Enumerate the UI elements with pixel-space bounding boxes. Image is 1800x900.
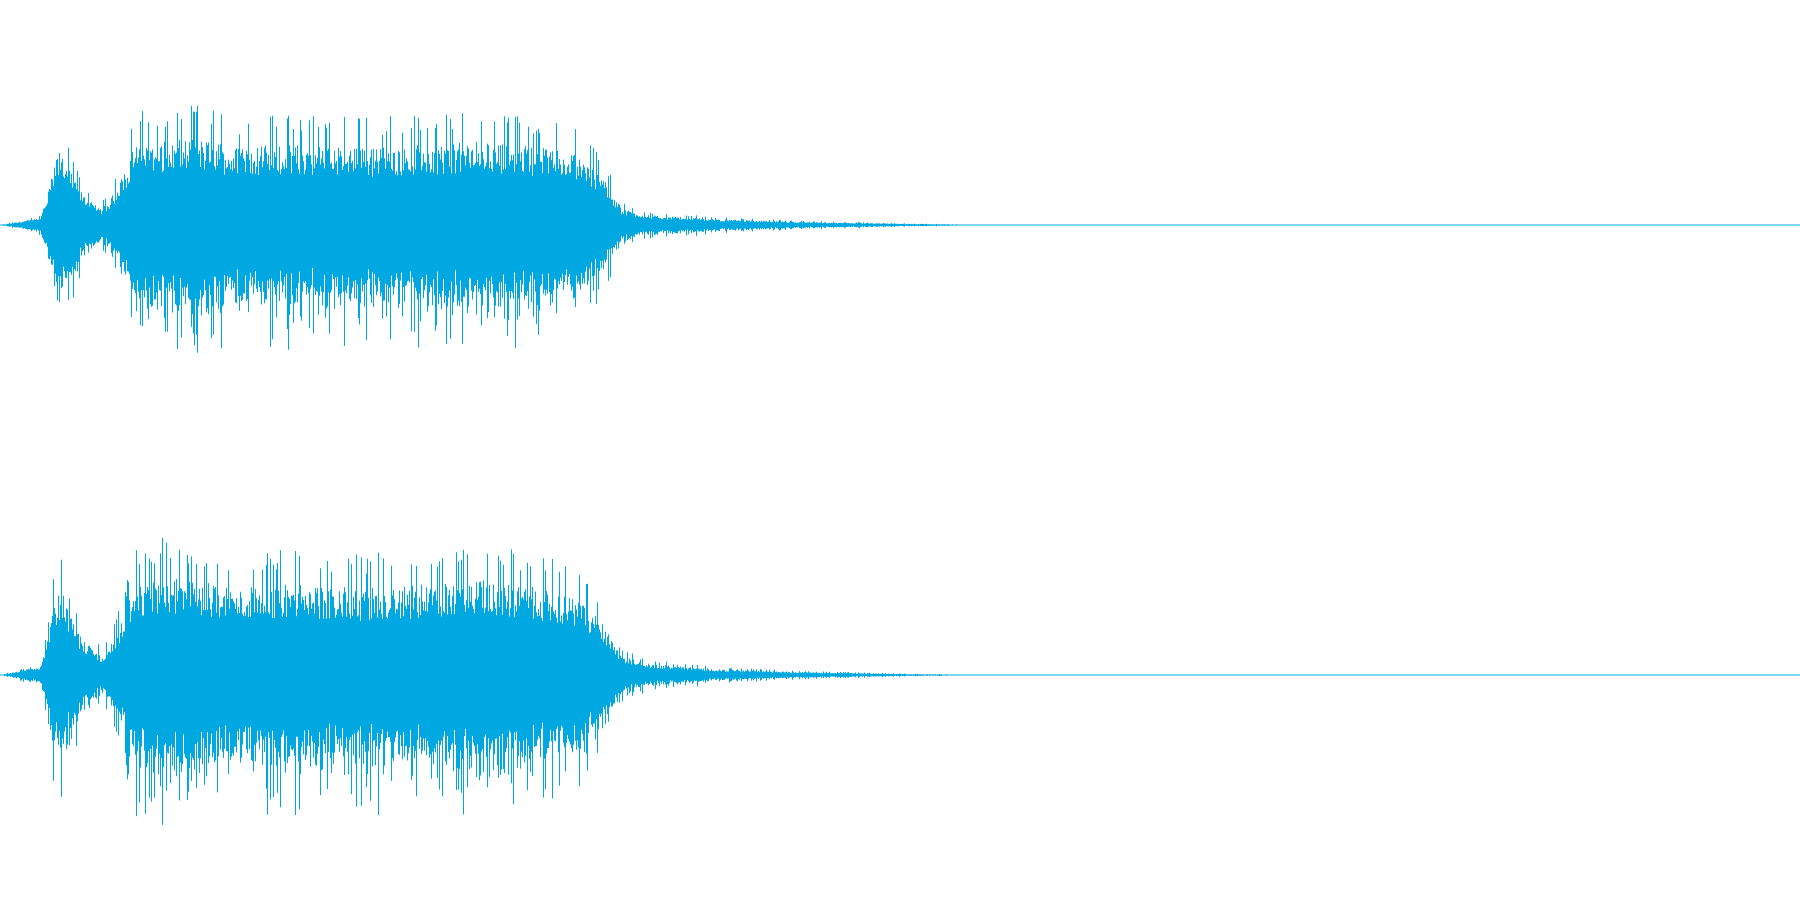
left-waveform-path (1, 105, 970, 353)
left-waveform-bars (1, 105, 970, 353)
right-channel-svg (0, 537, 1800, 825)
left-channel-svg (0, 105, 1800, 353)
right-waveform-path (1, 537, 962, 825)
channel-right-waveform (0, 525, 1800, 825)
channel-left-waveform (0, 75, 1800, 375)
right-waveform-bars (1, 537, 962, 825)
